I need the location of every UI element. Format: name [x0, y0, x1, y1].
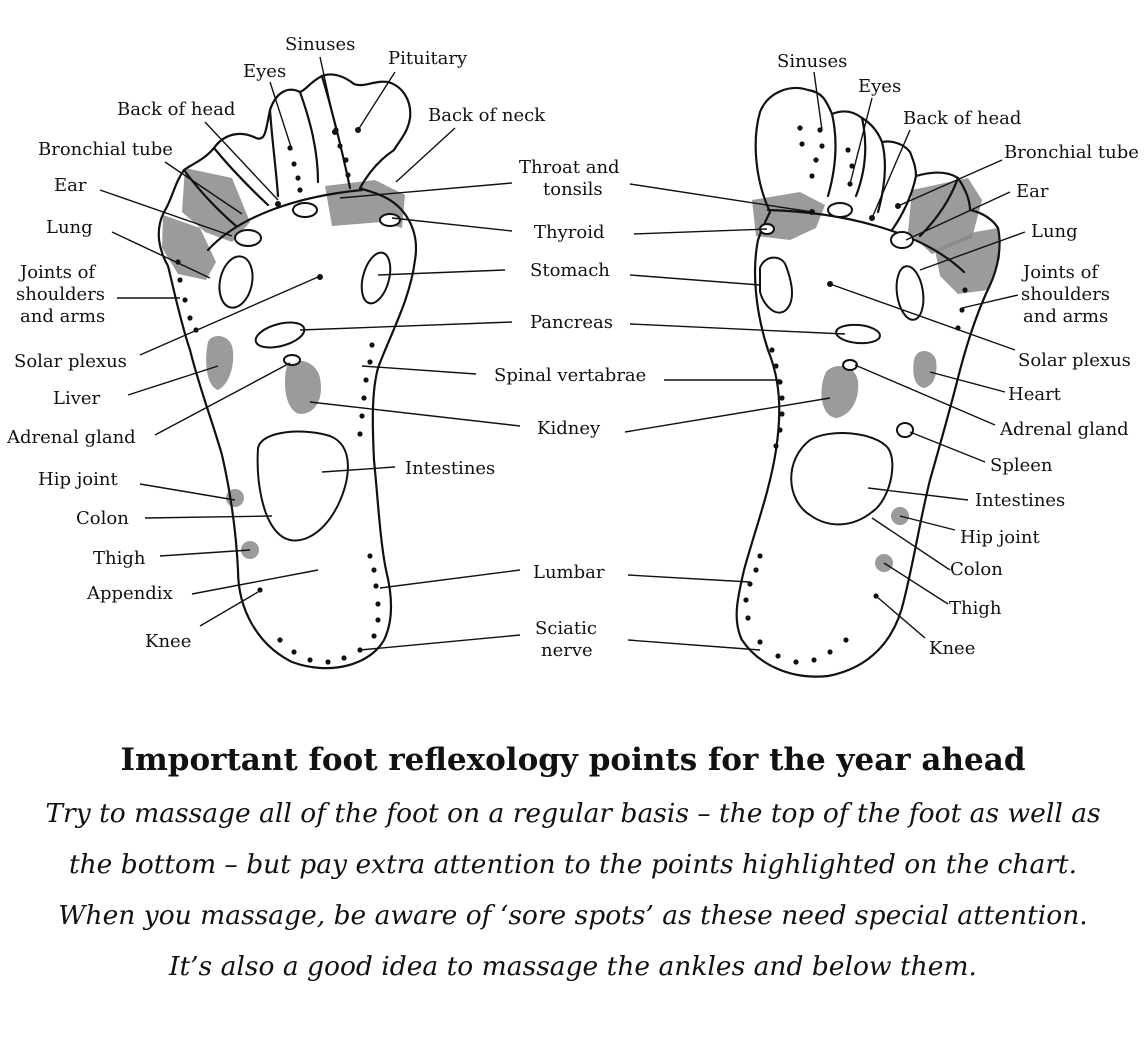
label-right-bronchial-tube: Bronchial tube — [1004, 142, 1139, 163]
left-ball-line — [206, 188, 364, 252]
label-right-eyes: Eyes — [858, 76, 901, 97]
right-foot-labels: Sinuses Eyes Back of head Bronchial tube… — [777, 51, 1139, 659]
center-labels: Throat and tonsils Thyroid Stomach Pancr… — [405, 157, 646, 661]
label-left-ear: Ear — [54, 175, 87, 196]
label-left-joints-3: and arms — [20, 306, 105, 327]
label-left-liver: Liver — [53, 388, 101, 409]
label-left-eyes: Eyes — [243, 61, 286, 82]
label-right-joints-3: and arms — [1023, 306, 1108, 327]
label-left-lung: Lung — [46, 217, 93, 238]
label-intestines: Intestines — [405, 458, 495, 479]
label-sciatic-2: nerve — [541, 640, 593, 661]
label-right-knee: Knee — [929, 638, 975, 659]
label-left-colon: Colon — [76, 508, 129, 529]
right-kidney-highlight — [821, 366, 859, 418]
label-right-solar-plexus: Solar plexus — [1018, 350, 1131, 371]
label-pancreas: Pancreas — [530, 312, 613, 333]
left-ear-oval — [234, 229, 262, 247]
right-heart-highlight — [913, 351, 937, 388]
leader-lines — [99, 56, 1026, 651]
left-liver-highlight — [206, 336, 234, 390]
label-left-knee: Knee — [145, 631, 191, 652]
left-throat-oval — [292, 202, 318, 218]
left-kidney-highlight — [284, 360, 322, 414]
label-throat-2: tonsils — [543, 179, 603, 200]
label-left-sinuses: Sinuses — [285, 34, 355, 55]
right-toe-dividers — [826, 112, 960, 238]
left-foot — [157, 73, 418, 670]
label-right-ear: Ear — [1016, 181, 1049, 202]
left-thyroid-oval — [379, 213, 401, 227]
label-throat-1: Throat and — [519, 157, 620, 178]
label-right-joints-1: Joints of — [1021, 262, 1099, 283]
label-left-adrenal-gland: Adrenal gland — [6, 427, 136, 448]
label-left-appendix: Appendix — [86, 583, 173, 604]
label-right-adrenal-gland: Adrenal gland — [999, 419, 1129, 440]
label-left-back-of-neck: Back of neck — [428, 105, 546, 126]
caption-line-4: It’s also a good idea to massage the ank… — [169, 951, 977, 982]
label-kidney: Kidney — [537, 418, 601, 439]
right-ear-oval — [890, 231, 914, 249]
right-intestines-shape — [790, 432, 894, 526]
right-bronchial-ear-highlight — [908, 178, 982, 254]
label-right-joints-2: shoulders — [1021, 284, 1110, 305]
caption-title: Important foot reflexology points for th… — [120, 742, 1026, 778]
label-right-hip-joint: Hip joint — [960, 527, 1040, 548]
label-thyroid: Thyroid — [534, 222, 605, 243]
left-intestines-shape — [256, 430, 349, 542]
right-foot — [735, 86, 1001, 678]
left-foot-labels: Sinuses Pituitary Eyes Back of head Back… — [6, 34, 546, 652]
label-left-bronchial-tube: Bronchial tube — [38, 139, 173, 160]
left-adrenal-oval — [283, 354, 301, 366]
label-spinal-vertabrae: Spinal vertabrae — [494, 365, 646, 386]
right-ball-line — [766, 208, 966, 274]
right-lung-highlight — [935, 228, 1000, 294]
label-right-colon: Colon — [950, 559, 1003, 580]
label-left-thigh: Thigh — [93, 548, 146, 569]
caption-line-3: When you massage, be aware of ‘sore spot… — [58, 900, 1088, 931]
label-right-heart: Heart — [1008, 384, 1062, 405]
right-pancreas-shape — [835, 323, 881, 345]
label-right-spleen: Spleen — [990, 455, 1053, 476]
left-stomach-shape — [360, 251, 392, 305]
reflexology-diagram: Sinuses Pituitary Eyes Back of head Back… — [6, 34, 1139, 678]
right-throat-oval — [827, 202, 853, 218]
right-foot-outline — [735, 86, 1001, 678]
label-left-pituitary: Pituitary — [388, 48, 468, 69]
label-right-intestines: Intestines — [975, 490, 1065, 511]
left-foot-outline — [157, 73, 418, 670]
label-sciatic-1: Sciatic — [535, 618, 597, 639]
label-left-solar-plexus: Solar plexus — [14, 351, 127, 372]
left-pancreas-shape — [254, 321, 306, 349]
left-lung-shape — [218, 255, 254, 309]
label-right-sinuses: Sinuses — [777, 51, 847, 72]
label-right-thigh: Thigh — [949, 598, 1002, 619]
caption-line-1: Try to massage all of the foot on a regu… — [45, 798, 1101, 829]
label-stomach: Stomach — [530, 260, 610, 281]
caption-line-2: the bottom – but pay extra attention to … — [68, 849, 1078, 880]
label-right-back-of-head: Back of head — [903, 108, 1021, 129]
label-lumbar: Lumbar — [533, 562, 605, 583]
left-lung-highlight — [162, 215, 216, 280]
right-adrenal-oval — [842, 359, 858, 371]
caption-block: Important foot reflexology points for th… — [0, 738, 1146, 992]
label-right-lung: Lung — [1031, 221, 1078, 242]
right-stomach-shape — [759, 256, 793, 314]
right-lung-shape — [895, 265, 925, 321]
label-left-joints-1: Joints of — [18, 262, 96, 283]
label-left-joints-2: shoulders — [16, 284, 105, 305]
label-left-hip-joint: Hip joint — [38, 469, 118, 490]
right-spleen-oval — [896, 422, 914, 438]
label-left-back-of-head: Back of head — [117, 99, 235, 120]
